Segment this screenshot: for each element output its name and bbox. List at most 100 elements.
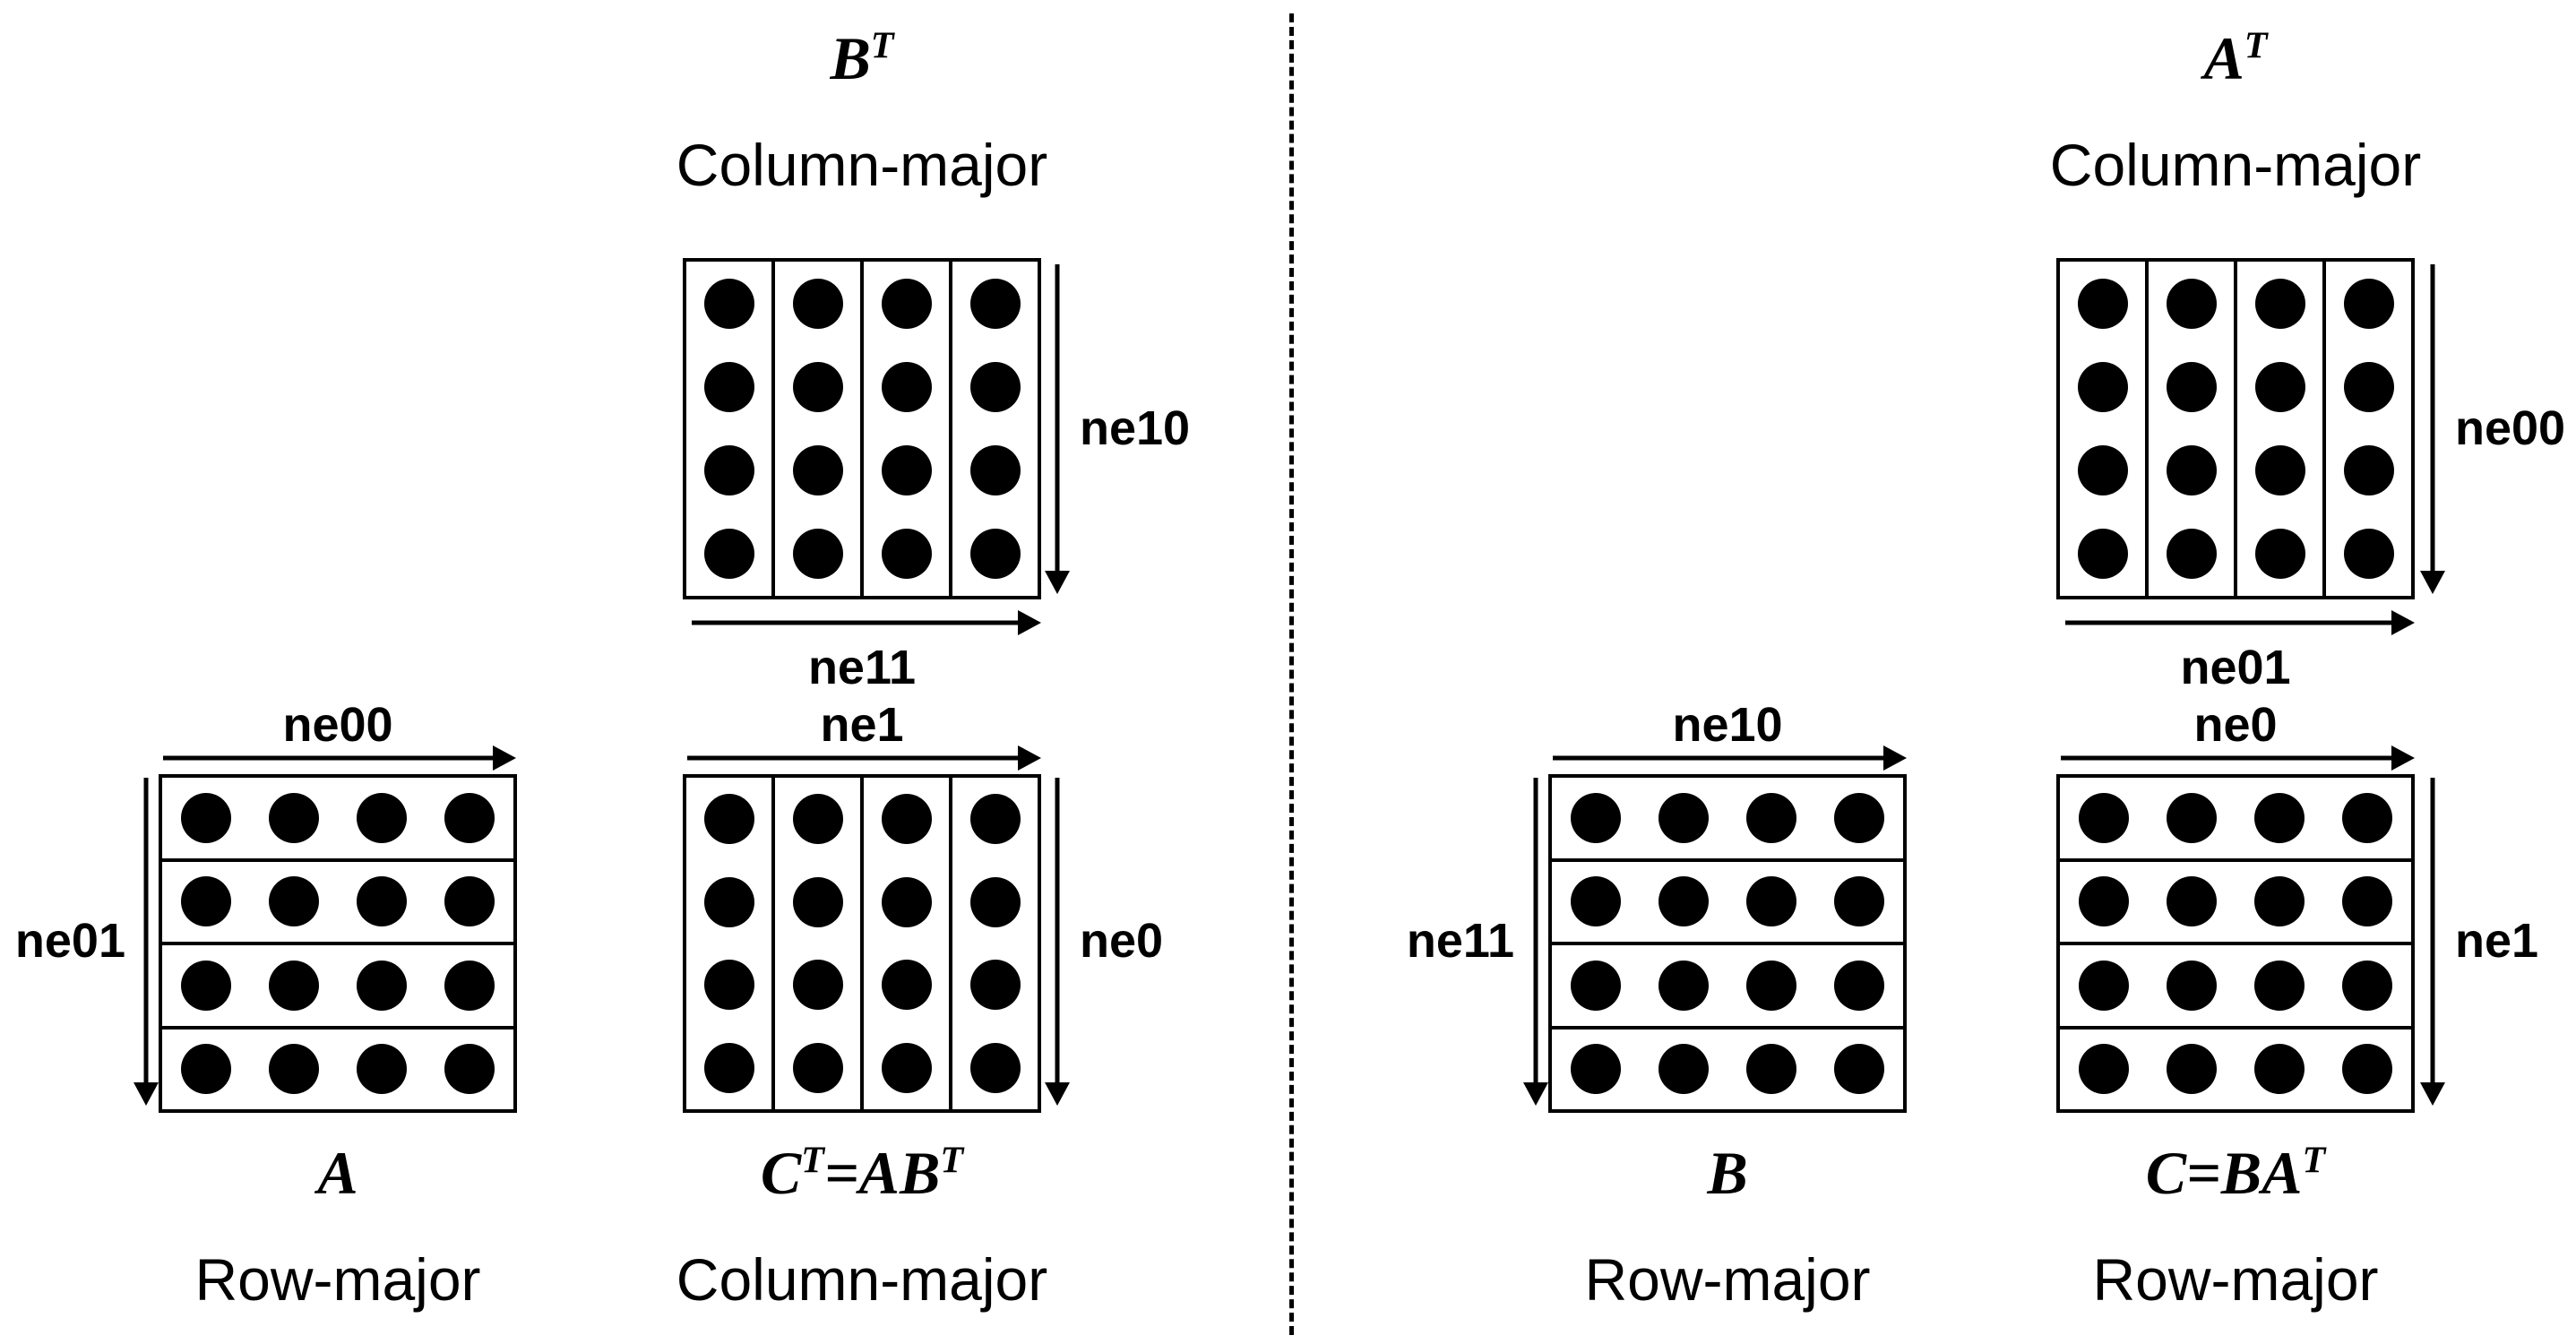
row-strip — [162, 1025, 513, 1110]
layout-label-b: Row-major — [1584, 1246, 1871, 1313]
matrix-element-dot — [357, 792, 407, 843]
matrix-element-dot — [703, 876, 754, 927]
down-arrow-ne11-right — [1522, 778, 1549, 1106]
matrix-element-dot — [2342, 876, 2392, 927]
layout-label-at: Column-major — [2049, 132, 2422, 198]
matrix-element-dot — [703, 278, 754, 329]
matrix-element-dot — [2254, 1044, 2305, 1095]
matrix-element-dot — [2254, 960, 2305, 1011]
matrix-element-dot — [1746, 1044, 1796, 1095]
matrix-element-dot — [792, 960, 843, 1011]
matrix-element-dot — [2166, 361, 2217, 412]
matrix-element-dot — [881, 529, 932, 580]
row-strip — [162, 942, 513, 1026]
matrix-element-dot — [1571, 876, 1621, 927]
row-strip — [1552, 778, 1903, 858]
ne01-label: ne01 — [14, 914, 125, 968]
row-strip — [2060, 778, 2411, 858]
ne00-label-left: ne00 — [282, 698, 393, 752]
column-strip — [860, 778, 949, 1109]
matrix-element-dot — [2167, 792, 2217, 843]
ne1-label-top: ne1 — [820, 698, 904, 752]
matrix-element-dot — [1571, 1044, 1621, 1095]
column-strip — [2234, 262, 2322, 596]
matrix-element-dot — [1834, 1044, 1884, 1095]
matrix-element-dot — [792, 445, 843, 496]
right-arrow-ne0-right — [2061, 745, 2415, 771]
matrix-element-dot — [969, 278, 1021, 329]
matrix-element-dot — [2254, 792, 2305, 843]
layout-label-bt: Column-major — [676, 132, 1048, 198]
column-strip — [686, 778, 771, 1109]
matrix-element-dot — [881, 960, 932, 1011]
matrix-element-dot — [703, 445, 754, 496]
right-arrow-ne11 — [692, 609, 1041, 636]
column-strip — [860, 262, 949, 596]
matrix-element-dot — [2166, 529, 2217, 580]
matrix-element-dot — [1746, 792, 1796, 843]
matrix-element-dot — [1746, 960, 1796, 1011]
matrix-grid-c — [2056, 774, 2415, 1113]
matrix-element-dot — [1571, 792, 1621, 843]
ne01-label-right: ne01 — [2180, 641, 2291, 694]
matrix-element-dot — [969, 361, 1021, 412]
matrix-title-at: AT — [2203, 24, 2268, 92]
row-strip — [1552, 857, 1903, 943]
matrix-title-b: B — [1707, 1139, 1748, 1207]
ne0-label-top-right: ne0 — [2193, 698, 2278, 752]
matrix-element-dot — [2343, 445, 2394, 496]
matrix-element-dot — [181, 1044, 231, 1095]
matrix-element-dot — [881, 1042, 932, 1093]
matrix-element-dot — [792, 794, 843, 845]
column-strip — [771, 778, 860, 1109]
layout-label-c: Row-major — [2092, 1246, 2379, 1313]
matrix-element-dot — [1658, 960, 1709, 1011]
matrix-element-dot — [969, 445, 1021, 496]
row-strip — [2060, 942, 2411, 1026]
right-arrow-ne10-right — [1553, 745, 1907, 771]
matrix-element-dot — [2079, 876, 2129, 927]
down-arrow-ne00-right — [2419, 264, 2446, 594]
row-strip — [2060, 1025, 2411, 1110]
matrix-element-dot — [2254, 361, 2305, 412]
matrix-element-dot — [2342, 1044, 2392, 1095]
matrix-element-dot — [2167, 1044, 2217, 1095]
matrix-title-ct: CT=ABT — [760, 1139, 964, 1207]
down-arrow-ne10 — [1044, 264, 1071, 594]
matrix-grid-bt — [683, 258, 1041, 599]
matrix-element-dot — [2343, 278, 2394, 329]
right-arrow-ne1 — [687, 745, 1041, 771]
matrix-grid-a — [159, 774, 517, 1113]
matrix-element-dot — [2254, 278, 2305, 329]
matrix-element-dot — [792, 1042, 843, 1093]
right-arrow-ne00 — [163, 745, 516, 771]
column-strip — [2060, 262, 2145, 596]
matrix-element-dot — [269, 960, 319, 1011]
matrix-element-dot — [703, 794, 754, 845]
matrix-element-dot — [969, 794, 1021, 845]
matrix-element-dot — [269, 876, 319, 927]
column-strip — [949, 262, 1038, 596]
matrix-element-dot — [2343, 529, 2394, 580]
column-strip — [686, 262, 771, 596]
matrix-element-dot — [881, 876, 932, 927]
matrix-element-dot — [444, 1044, 495, 1095]
matrix-element-dot — [1834, 960, 1884, 1011]
matrix-element-dot — [881, 794, 932, 845]
matrix-element-dot — [2077, 361, 2128, 412]
matrix-element-dot — [969, 529, 1021, 580]
matrix-element-dot — [1834, 792, 1884, 843]
matrix-element-dot — [444, 960, 495, 1011]
ne0-label: ne0 — [1080, 914, 1164, 968]
row-strip — [1552, 942, 1903, 1026]
matrix-element-dot — [2079, 1044, 2129, 1095]
ne00-label-right: ne00 — [2455, 401, 2566, 455]
down-arrow-ne0 — [1044, 778, 1071, 1106]
matrix-element-dot — [181, 876, 231, 927]
matrix-element-dot — [357, 876, 407, 927]
ne10-label-right: ne10 — [1672, 698, 1783, 752]
matrix-element-dot — [2077, 278, 2128, 329]
matrix-element-dot — [181, 792, 231, 843]
matrix-element-dot — [357, 960, 407, 1011]
